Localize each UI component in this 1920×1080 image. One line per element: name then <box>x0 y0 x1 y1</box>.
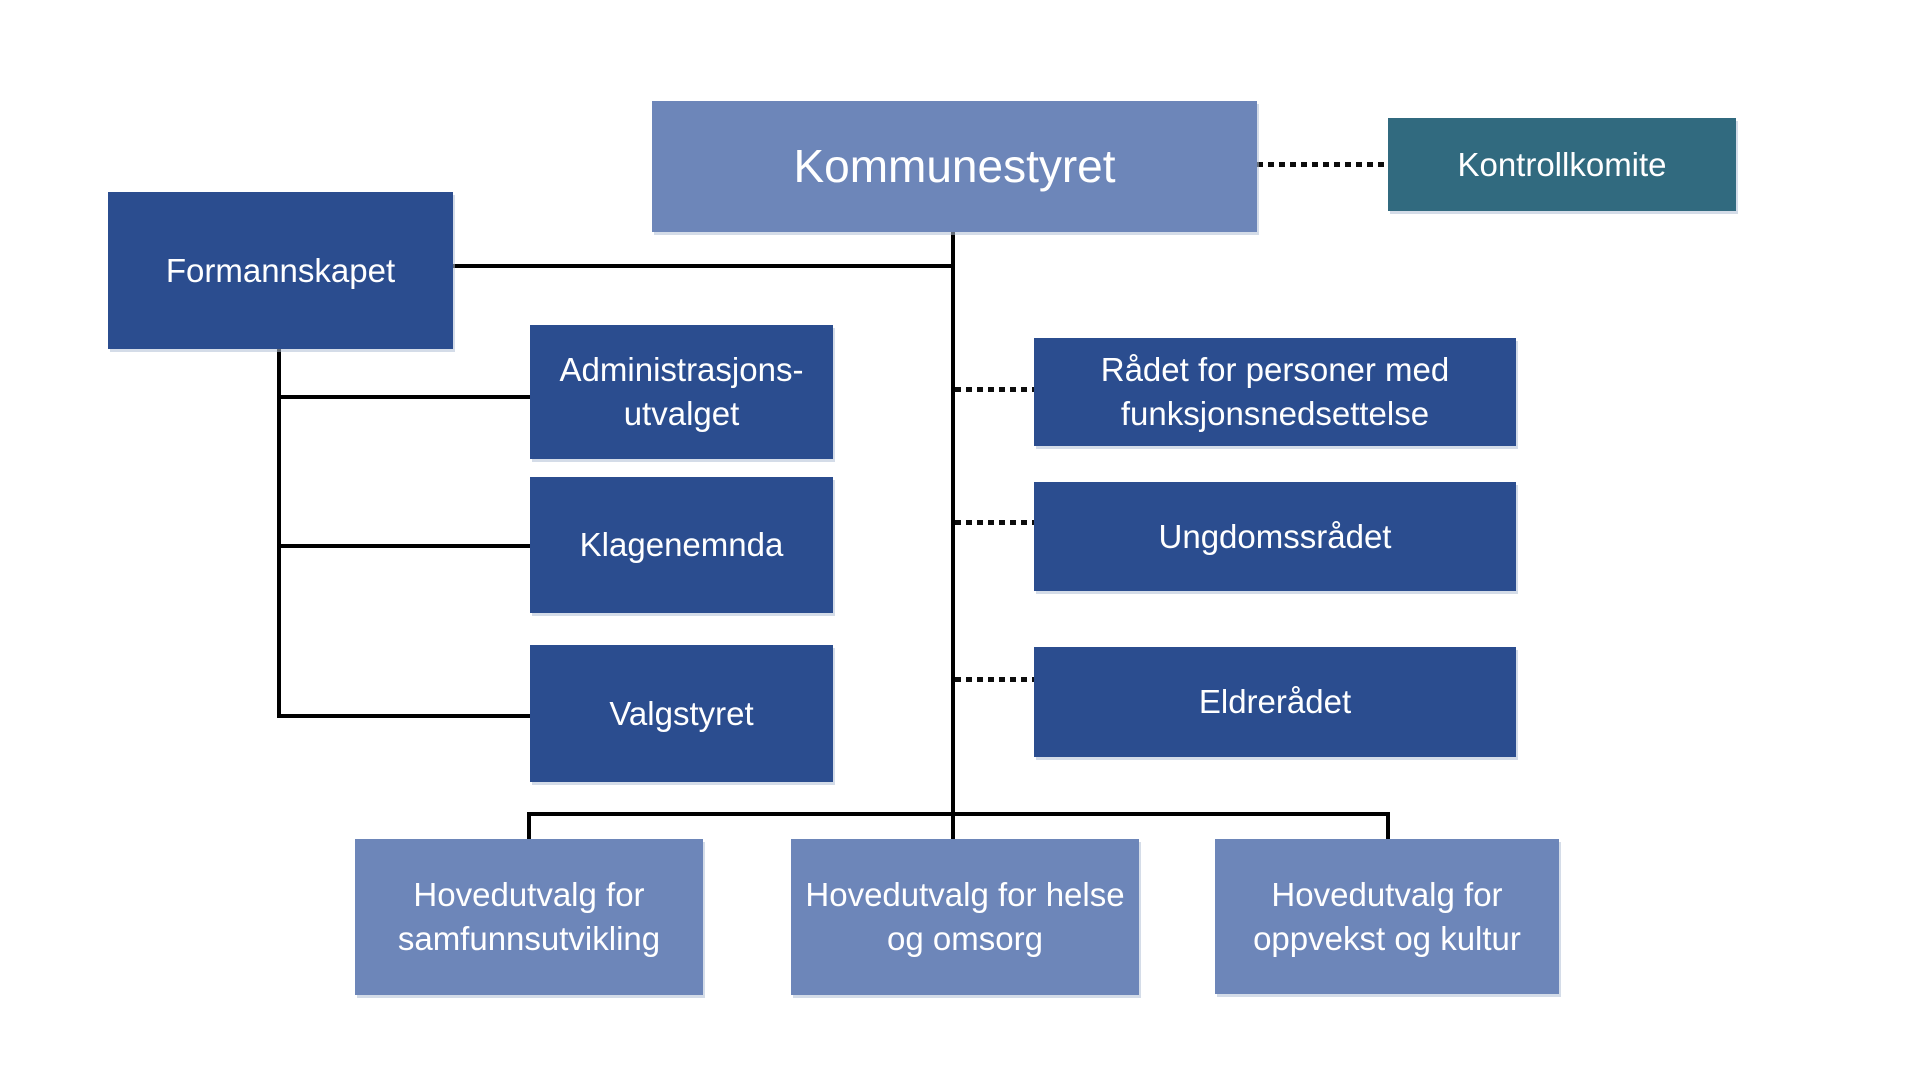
connector-stub-administrasjonsutvalget <box>277 395 530 399</box>
node-valgstyret: Valgstyret <box>530 645 833 782</box>
dotted-connector-kontrollkomite <box>1257 162 1389 167</box>
dotted-connector-radet <box>955 387 1034 392</box>
dotted-connector-ungdomsradet <box>955 520 1034 525</box>
node-administrasjonsutvalget: Administrasjons-utvalget <box>530 325 833 459</box>
node-hovedutvalg-helse-omsorg: Hovedutvalg for helse og omsorg <box>791 839 1139 995</box>
node-hovedutvalg-oppvekst-kultur: Hovedutvalg for oppvekst og kultur <box>1215 839 1559 994</box>
connector-formannskapet-kommunestyret <box>453 264 955 268</box>
node-ungdomsradet: Ungdomssrådet <box>1034 482 1516 591</box>
node-radet-funksjonsnedsettelse: Rådet for personer med funksjonsnedsette… <box>1034 338 1516 446</box>
connector-hovedutvalg-bar <box>527 812 1388 816</box>
node-kommunestyret: Kommunestyret <box>652 101 1257 232</box>
dotted-connector-eldreradet <box>955 677 1034 682</box>
node-kontrollkomite: Kontrollkomite <box>1388 118 1736 211</box>
node-hovedutvalg-samfunnsutvikling: Hovedutvalg for samfunnsutvikling <box>355 839 703 995</box>
connector-stub-klagenemnda <box>277 544 530 548</box>
connector-kommunestyret-trunk <box>951 232 955 839</box>
node-eldreradet: Eldrerådet <box>1034 647 1516 757</box>
node-klagenemnda: Klagenemnda <box>530 477 833 613</box>
connector-drop-samfunnsutvikling <box>527 812 531 840</box>
node-formannskapet: Formannskapet <box>108 192 453 349</box>
connector-drop-oppvekst-kultur <box>1386 812 1390 840</box>
connector-stub-valgstyret <box>277 714 530 718</box>
connector-formannskapet-stem <box>277 349 281 718</box>
